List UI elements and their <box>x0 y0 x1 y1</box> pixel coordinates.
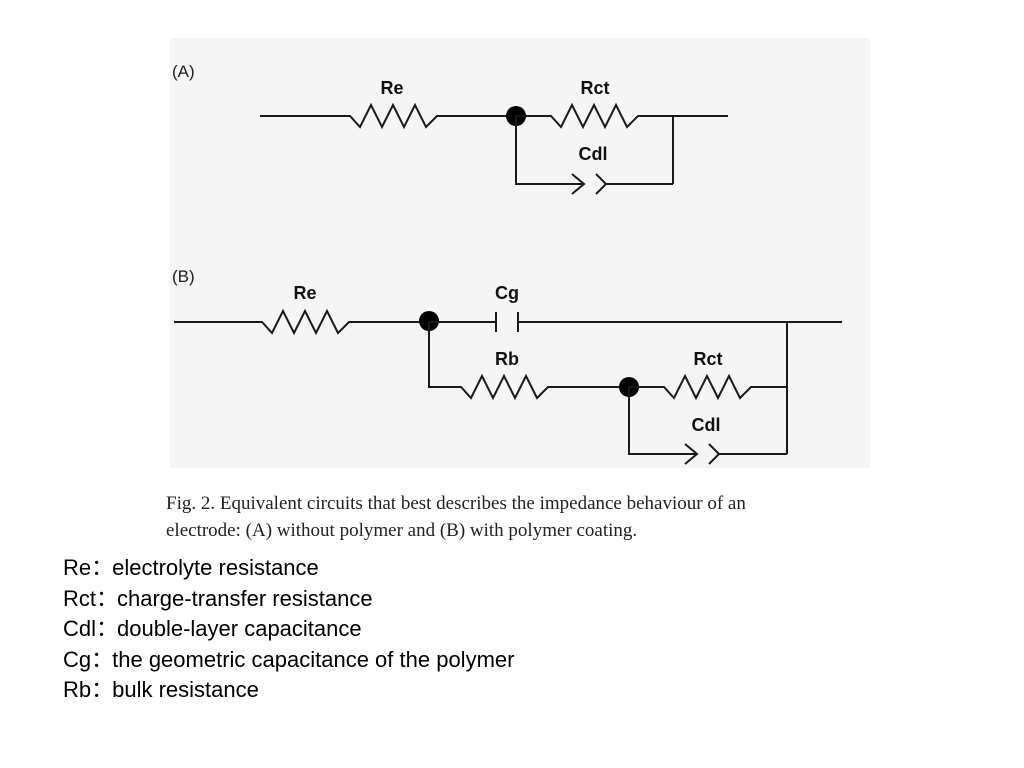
legend-definition: double-layer capacitance <box>117 616 362 641</box>
circuit-a-rct-resistor <box>516 102 728 130</box>
legend-definition: electrolyte resistance <box>112 555 319 580</box>
circuit-b-re-label: Re <box>293 283 316 303</box>
figure-caption: Fig. 2. Equivalent circuits that best de… <box>166 490 866 544</box>
circuit-b-cdl-capacitor <box>628 387 787 465</box>
circuit-a-re-label: Re <box>380 78 403 98</box>
legend-term: Cdl <box>63 616 97 641</box>
legend-item-re: Re：electrolyte resistance <box>63 553 514 584</box>
circuit-a: (A) Re Rct Cdl <box>172 62 728 195</box>
caption-line-2: electrode: (A) without polymer and (B) w… <box>166 520 638 541</box>
legend-term: Rct <box>63 585 96 611</box>
circuit-a-cdl-label: Cdl <box>579 144 608 164</box>
legend-item-rct: Rct：charge-transfer resistance <box>63 584 514 615</box>
circuit-b-rct-label: Rct <box>693 349 722 369</box>
legend-definition: the geometric capacitance of the polymer <box>112 646 515 672</box>
legend-item-rb: Rb：bulk resistance <box>63 675 514 706</box>
legend-separator: ： <box>96 585 119 611</box>
panel-b-label: (B) <box>172 267 195 286</box>
caption-line-1: Fig. 2. Equivalent circuits that best de… <box>166 493 746 514</box>
abbreviation-legend: Re：electrolyte resistance Rct：charge-tra… <box>63 553 514 706</box>
circuit-b-cg-capacitor <box>429 312 842 332</box>
panel-a-label: (A) <box>172 62 195 81</box>
legend-term: Rb <box>63 677 92 702</box>
circuit-a-re-resistor <box>260 102 516 130</box>
legend-separator: ： <box>96 616 119 641</box>
circuit-b-rb-label: Rb <box>495 349 519 369</box>
circuit-a-rct-label: Rct <box>580 78 609 98</box>
legend-term: Re <box>63 555 92 580</box>
circuit-b-rb-resistor <box>428 322 629 401</box>
circuit-b-cg-label: Cg <box>495 283 519 303</box>
legend-definition: charge-transfer resistance <box>117 585 373 611</box>
legend-separator: ： <box>91 555 114 580</box>
circuit-b-rct-resistor <box>629 373 787 401</box>
circuit-b: (B) Re Cg Rb Rct Cdl <box>172 267 842 465</box>
circuit-b-cdl-label: Cdl <box>692 415 721 435</box>
legend-item-cdl: Cdl：double-layer capacitance <box>63 614 514 645</box>
legend-definition: bulk resistance <box>112 677 259 702</box>
legend-term: Cg <box>63 646 92 672</box>
circuit-b-re-resistor <box>174 308 429 336</box>
legend-separator: ： <box>91 646 114 672</box>
legend-item-cg: Cg：the geometric capacitance of the poly… <box>63 645 514 676</box>
legend-separator: ： <box>91 677 114 702</box>
equivalent-circuit-diagram: (A) Re Rct Cdl (B) Re Cg Rb <box>172 62 842 465</box>
circuit-a-cdl-capacitor <box>515 116 673 195</box>
